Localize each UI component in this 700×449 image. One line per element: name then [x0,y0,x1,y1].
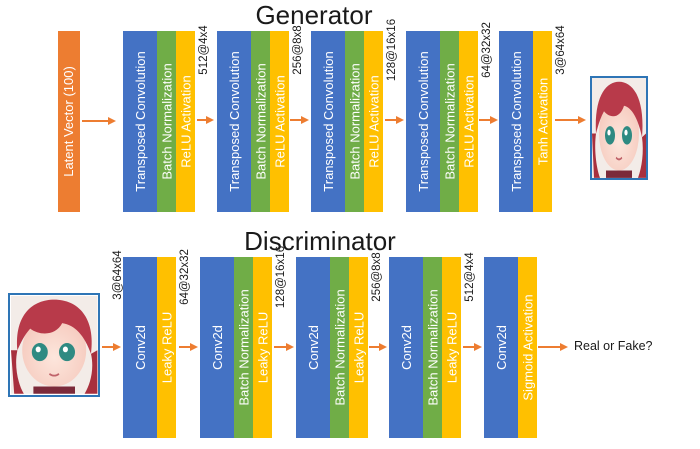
discriminator-block-4-conv2d-label: Conv2d [399,325,414,370]
discriminator-block-4-leaky-relu-layer [442,257,461,438]
discriminator-block-2-output-dim: 128@16x16 [275,246,287,308]
generator-block-2-output-dim: 256@8x8 [292,25,304,74]
generator-block-2-transposed-convolution-label: Transposed Convolution [227,51,242,191]
discriminator-block-1-leaky-relu-label: Leaky ReLU [160,312,175,384]
generated-image [590,76,648,180]
generator-block-4-transposed-convolution-layer [406,31,440,212]
generator-layers: Transposed Convolution Batch Normalizatio… [123,19,567,212]
generator-block-1-output-dim: 512@4x4 [198,25,210,75]
discriminator-block-4-batch-normalization-label: Batch Normalization [426,289,441,405]
discriminator-block-2-conv2d-layer [200,257,234,438]
generator-block-2-relu-activation-layer [270,31,289,212]
discriminator-block-1-conv2d-label: Conv2d [133,325,148,370]
generator-block-4-transposed-convolution-label: Transposed Convolution [416,51,431,191]
generator-block-1-transposed-convolution-label: Transposed Convolution [133,51,148,191]
discriminator-block-2-leaky-relu-layer [253,257,272,438]
discriminator-block-4-batch-normalization-layer [423,257,442,438]
discriminator-block-5-conv2d-layer [484,257,518,438]
discriminator-block-2-batch-normalization-label: Batch Normalization [237,289,252,405]
generator-block-4-relu-activation-layer [459,31,478,212]
discriminator-block-1-conv2d-layer [123,257,157,438]
discriminator-block-4: Conv2d Batch Normalization Leaky ReLU 512@4… [389,252,476,438]
input-image [8,293,100,397]
generator-block-1-batch-normalization-label: Batch Normalization [160,63,175,179]
discriminator-block-2-leaky-relu-label: Leaky ReLU [256,312,271,384]
discriminator-block-3-conv2d-label: Conv2d [306,325,321,370]
generator-block-3-relu-activation-label: ReLU Activation [367,75,382,168]
discriminator-block-5-sigmoid-activation-layer [518,257,537,438]
generator-block-1-batch-normalization-layer [157,31,176,212]
discriminator-block-5-conv2d-label: Conv2d [494,325,509,370]
generator-block-5-tanh-activation-layer [533,31,552,212]
generator-block-5-transposed-convolution-layer [499,31,533,212]
discriminator-block-4-conv2d-layer [389,257,423,438]
discriminator-block-4-leaky-relu-label: Leaky ReLU [445,312,460,384]
generator-block-4-relu-activation-label: ReLU Activation [462,75,477,168]
discriminator-block-3-output-dim: 256@8x8 [371,252,383,301]
generator-block-1-relu-activation-layer [176,31,195,212]
discriminator-title: Discriminator [244,226,396,256]
generator-block-2-batch-normalization-layer [251,31,270,212]
discriminator-block-3-batch-normalization-label: Batch Normalization [333,289,348,405]
discriminator-output-label: Real or Fake? [574,339,653,353]
discriminator-block-2-conv2d-label: Conv2d [210,325,225,370]
generator-title: Generator [255,0,372,30]
generator-block-5-output-dim: 3@64x64 [555,25,567,75]
generator-block-4-output-dim: 64@32x32 [481,22,493,78]
generator-block-2: Transposed Convolution Batch Normalizatio… [217,25,304,212]
generator-block-3-transposed-convolution-layer [311,31,345,212]
discriminator-block-1-leaky-relu-layer [157,257,176,438]
discriminator-block-4-output-dim: 512@4x4 [464,252,476,302]
generator-block-4-batch-normalization-layer [440,31,459,212]
generator-block-2-batch-normalization-label: Batch Normalization [254,63,269,179]
generator-block-1-transposed-convolution-layer [123,31,157,212]
latent-vector-label: Latent Vector (100) [61,66,76,177]
generator-block-1-relu-activation-label: ReLU Activation [179,75,194,168]
discriminator-block-1-output-dim: 64@32x32 [179,249,191,305]
generator-block-3-batch-normalization-layer [345,31,364,212]
generator-block-3-relu-activation-layer [364,31,383,212]
generator-block-3-batch-normalization-label: Batch Normalization [348,63,363,179]
latent-vector-input: Latent Vector (100) [58,31,80,212]
generator-block-5-tanh-activation-label: Tanh Activation [536,78,551,165]
discriminator-block-1: Conv2d Leaky ReLU 64@32x32 [123,249,191,438]
discriminator-block-5: Conv2d Sigmoid Activation [484,257,537,438]
generator-block-3: Transposed Convolution Batch Normalizatio… [311,19,398,212]
discriminator-block-3-batch-normalization-layer [330,257,349,438]
discriminator-block-5-sigmoid-activation-label: Sigmoid Activation [521,294,536,400]
generator-block-1: Transposed Convolution Batch Normalizatio… [123,25,210,212]
discriminator-block-3: Conv2d Batch Normalization Leaky ReLU 256@8… [296,252,383,438]
generator-block-5: Transposed Convolution Tanh Activation 3@6… [499,25,567,212]
flow-arrows [82,116,586,351]
generator-block-2-relu-activation-label: ReLU Activation [273,75,288,168]
discriminator-block-3-leaky-relu-layer [349,257,368,438]
generator-block-3-transposed-convolution-label: Transposed Convolution [321,51,336,191]
discriminator-block-3-conv2d-layer [296,257,330,438]
generator-block-4-batch-normalization-label: Batch Normalization [443,63,458,179]
discriminator-block-3-leaky-relu-label: Leaky ReLU [352,312,367,384]
generator-block-5-transposed-convolution-label: Transposed Convolution [509,51,524,191]
discriminator-block-2-batch-normalization-layer [234,257,253,438]
generator-block-2-transposed-convolution-layer [217,31,251,212]
discriminator-input-dim: 3@64x64 [112,250,124,300]
generator-block-3-output-dim: 128@16x16 [386,19,398,81]
discriminator-block-2: Conv2d Batch Normalization Leaky ReLU 128@1… [200,246,287,438]
generator-block-4: Transposed Convolution Batch Normalizatio… [406,22,493,212]
